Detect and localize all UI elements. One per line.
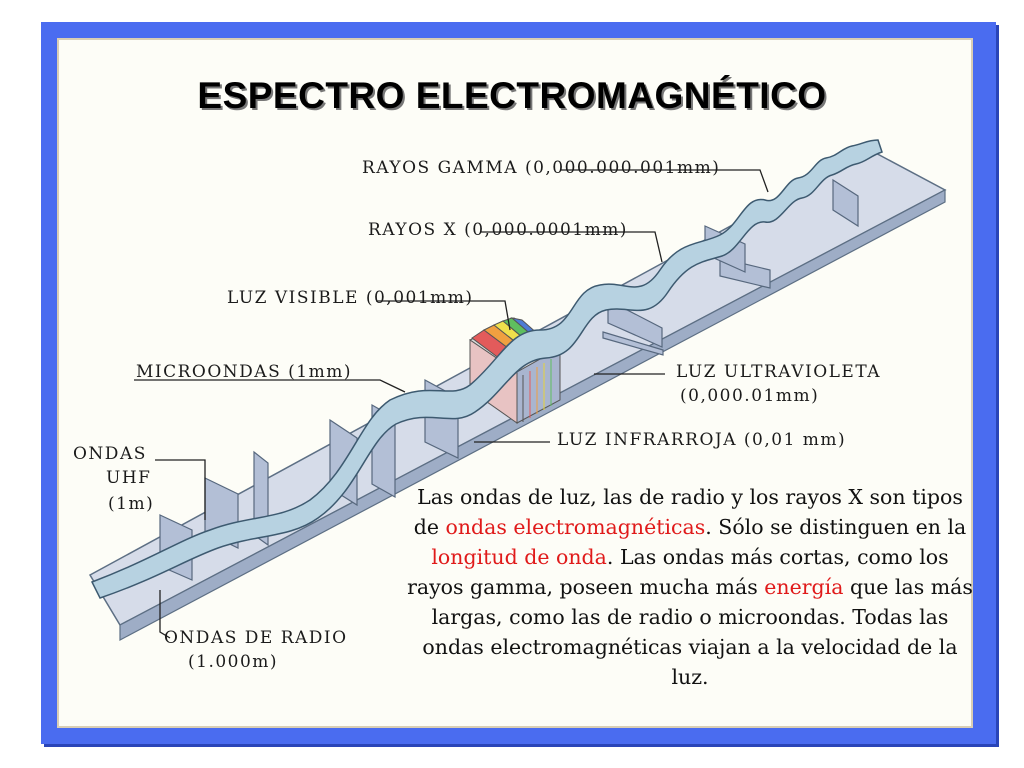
label-ondas-uhf-2: UHF xyxy=(106,468,152,488)
label-ondas-uhf-3: (1m) xyxy=(108,494,155,514)
label-luz-visible: LUZ VISIBLE (0,001mm) xyxy=(227,288,474,308)
label-ondas-uhf-1: ONDAS xyxy=(73,444,147,464)
wave-ribbon xyxy=(90,139,883,599)
leader-lines xyxy=(134,169,769,639)
page-title: ESPECTRO ELECTROMAGNÉTICO xyxy=(197,75,827,116)
description-highlight-longitud: longitud de onda xyxy=(431,545,607,569)
label-rayos-x: RAYOS X (0,000.0001mm) xyxy=(368,220,628,240)
description-paragraph: Las ondas de luz, las de radio y los ray… xyxy=(404,482,976,692)
label-ondas-radio: ONDAS DE RADIO xyxy=(164,628,348,648)
label-microondas: MICROONDAS (1mm) xyxy=(136,362,352,382)
label-rayos-gamma: RAYOS GAMMA (0,000.000.001mm) xyxy=(362,158,721,178)
label-luz-ultravioleta-value: (0,000.01mm) xyxy=(680,386,820,406)
description-text-2: . Sólo se distinguen en la xyxy=(705,515,967,539)
label-ondas-radio-value: (1.000m) xyxy=(188,652,279,672)
description-highlight-energia: energía xyxy=(764,575,844,599)
description-text-4: que las más largas, como las de radio o … xyxy=(422,575,973,689)
label-luz-ultravioleta: LUZ ULTRAVIOLETA xyxy=(676,362,882,382)
description-text-1: Las ondas de luz, las de radio y los ray… xyxy=(413,485,963,539)
label-luz-infrarroja: LUZ INFRARROJA (0,01 mm) xyxy=(557,430,847,450)
description-highlight-ondas: ondas electromagnéticas xyxy=(445,515,706,539)
description-text-3: . Las ondas más cortas, como los rayos g… xyxy=(407,545,949,599)
